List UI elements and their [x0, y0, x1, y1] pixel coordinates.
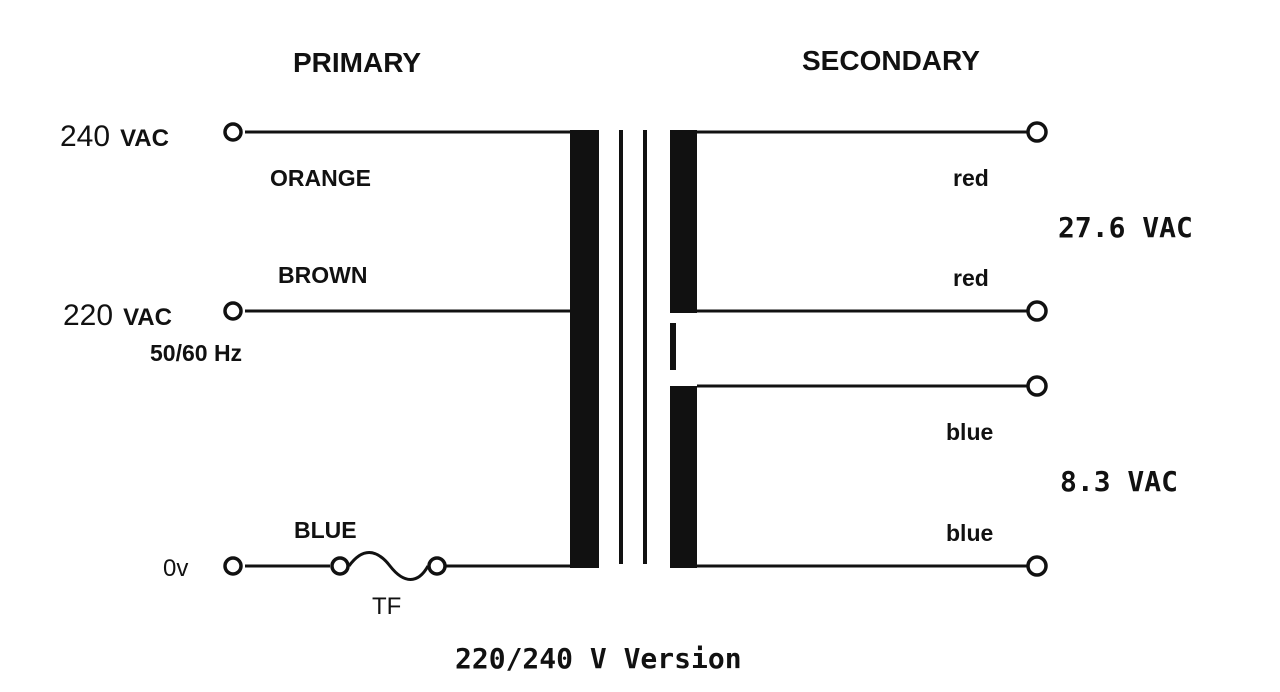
sec1-voltage: 27.6 VAC — [1058, 211, 1193, 244]
fuse-symbol — [347, 551, 430, 581]
core-line-left — [619, 130, 623, 564]
tap-240-value: 240 — [60, 120, 110, 153]
secondary-heading: SECONDARY — [802, 45, 980, 76]
terminal-0v — [223, 556, 243, 576]
sec2-bottom-wire-label: blue — [946, 520, 993, 546]
tap-220-value: 220 — [63, 299, 113, 332]
core-line-right — [643, 130, 647, 564]
secondary-winding-2 — [670, 386, 697, 568]
wire-orange-label: ORANGE — [270, 165, 371, 191]
sec1-top-wire-label: red — [953, 165, 989, 191]
wire-blue-label: BLUE — [294, 517, 357, 543]
primary-heading: PRIMARY — [293, 47, 421, 78]
fuse-terminal-right — [427, 556, 447, 576]
winding-separator — [670, 323, 676, 370]
tap-0v-label: 0v — [163, 555, 188, 582]
fuse-label: TF — [372, 593, 401, 620]
secondary-winding-1 — [670, 130, 697, 313]
terminal-sec1-bottom — [1026, 300, 1048, 322]
tap-240-label: 240 VAC — [60, 120, 169, 153]
wire-brown-label: BROWN — [278, 262, 367, 288]
tap-220-unit: VAC — [123, 304, 172, 331]
terminal-220 — [223, 301, 243, 321]
terminal-sec1-top — [1026, 121, 1048, 143]
frequency-label: 50/60 Hz — [150, 340, 242, 366]
tap-220-label: 220 VAC — [63, 299, 172, 332]
terminal-240 — [223, 122, 243, 142]
sec2-top-wire-label: blue — [946, 419, 993, 445]
sec1-bottom-wire-label: red — [953, 265, 989, 291]
primary-winding — [570, 130, 599, 568]
terminal-sec2-top — [1026, 375, 1048, 397]
terminal-sec2-bottom — [1026, 555, 1048, 577]
fuse-terminal-left — [330, 556, 350, 576]
version-caption: 220/240 V Version — [455, 642, 742, 675]
sec2-voltage: 8.3 VAC — [1060, 465, 1178, 498]
tap-240-unit: VAC — [120, 125, 169, 152]
